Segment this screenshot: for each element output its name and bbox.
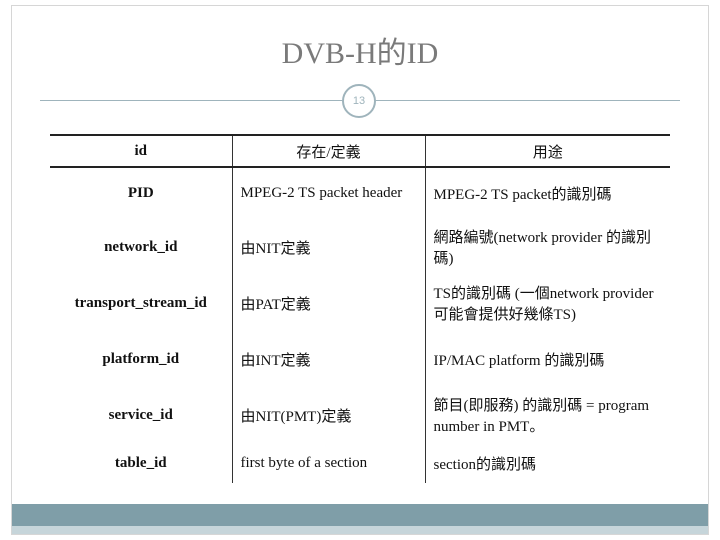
slide-frame bbox=[11, 5, 709, 535]
row-definition: MPEG-2 TS packet header bbox=[232, 167, 426, 219]
row-usage: TS的識別碼 (一個network provider可能會提供好幾條TS) bbox=[433, 286, 654, 323]
table-row: transport_stream_id 由PAT定義 TS的識別碼 (一個net… bbox=[50, 275, 670, 331]
row-definition: 由INT定義 bbox=[232, 331, 426, 387]
row-id: service_id bbox=[50, 387, 233, 443]
id-table: id 存在/定義 用途 PID MPEG-2 TS packet header … bbox=[50, 134, 670, 483]
row-definition: first byte of a section bbox=[232, 443, 426, 483]
row-definition: 由NIT定義 bbox=[232, 219, 426, 275]
row-usage: 節目(即服務) 的識別碼 = program number in PMT。 bbox=[433, 398, 650, 435]
header-id: id bbox=[50, 134, 233, 168]
row-usage: IP/MAC platform 的識別碼 bbox=[433, 352, 605, 369]
row-id: PID bbox=[50, 167, 233, 219]
table-row: PID MPEG-2 TS packet header MPEG-2 TS pa… bbox=[50, 167, 670, 219]
row-id: platform_id bbox=[50, 331, 233, 387]
row-usage: section的識別碼 bbox=[433, 456, 537, 473]
table-row: table_id first byte of a section section… bbox=[50, 443, 670, 483]
row-id: transport_stream_id bbox=[50, 275, 233, 331]
header-usage: 用途 bbox=[425, 134, 670, 168]
header-definition: 存在/定義 bbox=[232, 134, 426, 168]
row-usage: MPEG-2 TS packet的識別碼 bbox=[433, 187, 612, 203]
row-usage: 網路編號(network provider 的識別碼) bbox=[433, 230, 651, 267]
table-header-row: id 存在/定義 用途 bbox=[50, 134, 670, 168]
slide-title: DVB-H的ID bbox=[281, 37, 439, 70]
row-id: network_id bbox=[50, 219, 233, 275]
page-number-badge: 13 bbox=[342, 84, 376, 118]
table-row: service_id 由NIT(PMT)定義 節目(即服務) 的識別碼 = pr… bbox=[50, 387, 670, 443]
row-id: table_id bbox=[50, 443, 233, 483]
table-row: platform_id 由INT定義 IP/MAC platform 的識別碼 bbox=[50, 331, 670, 387]
footer-strip bbox=[12, 526, 708, 534]
id-table-container: id 存在/定義 用途 PID MPEG-2 TS packet header … bbox=[50, 134, 670, 483]
footer-band bbox=[12, 504, 708, 526]
row-definition: 由PAT定義 bbox=[232, 275, 426, 331]
table-row: network_id 由NIT定義 網路編號(network provider … bbox=[50, 219, 670, 275]
row-definition: 由NIT(PMT)定義 bbox=[232, 387, 426, 443]
